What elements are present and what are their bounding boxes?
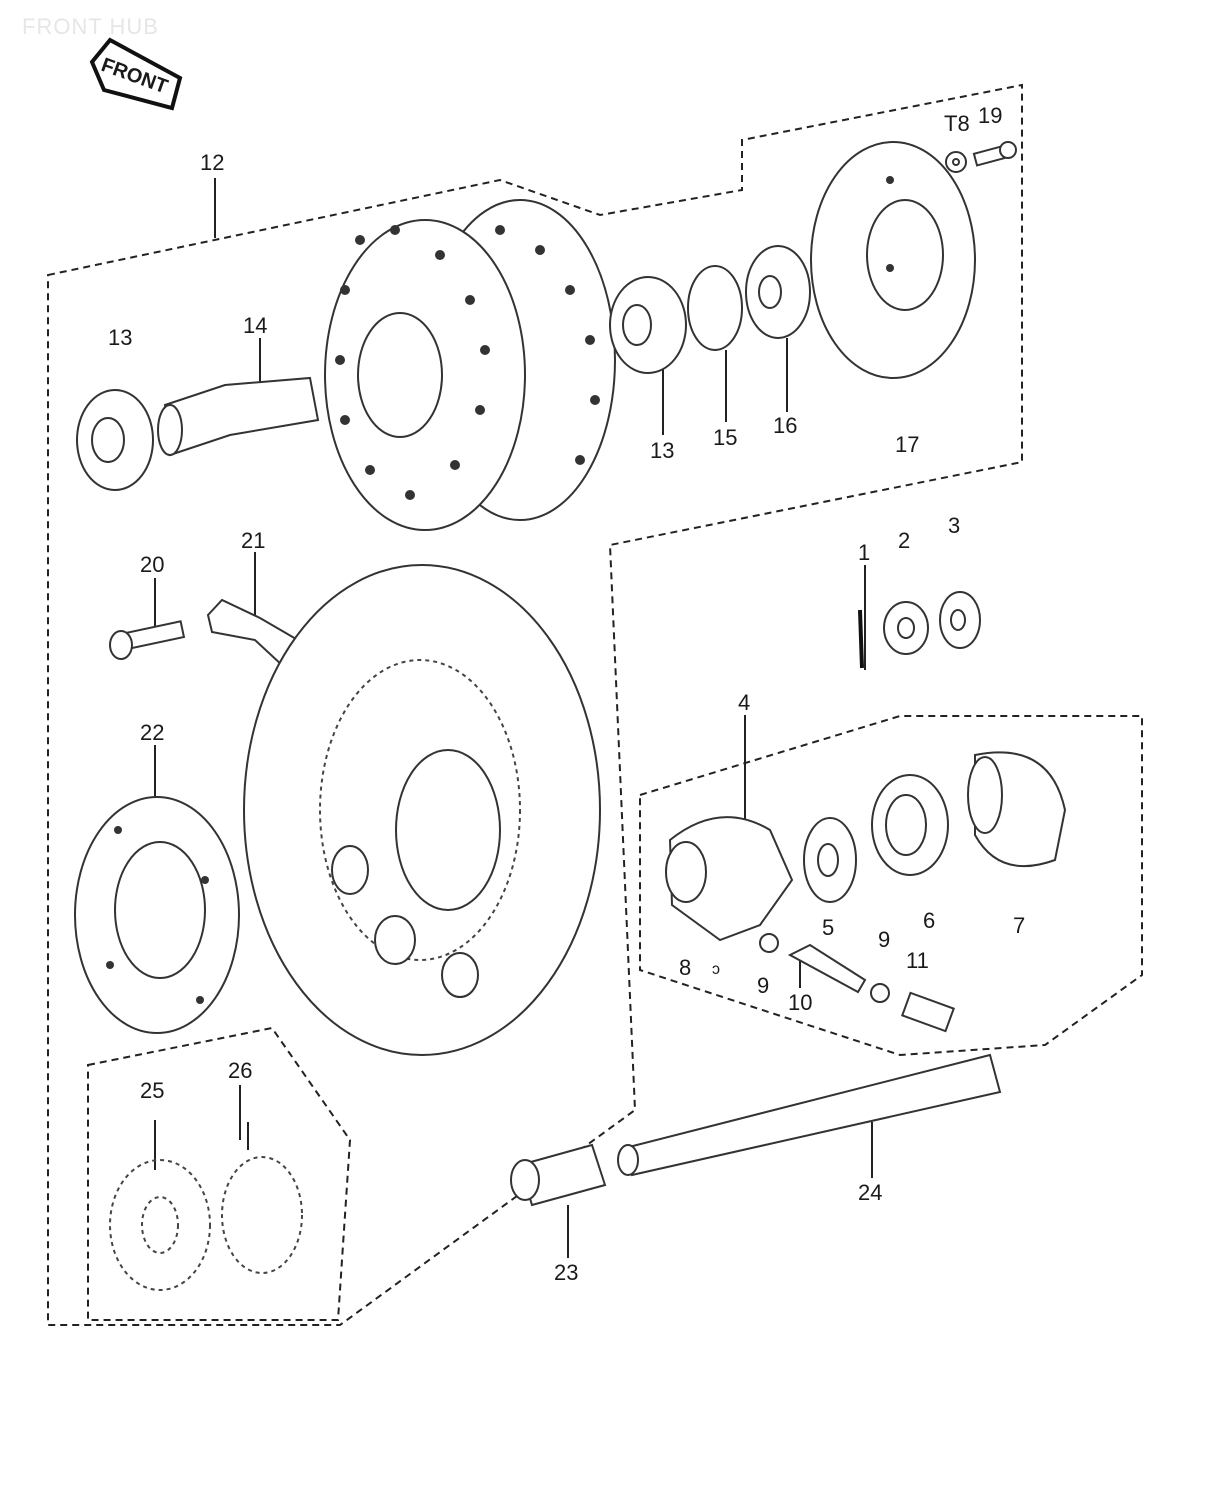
washer-9-left — [759, 933, 779, 953]
callout-2: 2 — [898, 528, 910, 553]
callout-16: 16 — [773, 413, 797, 438]
callout-4: 4 — [738, 690, 750, 715]
callout-14: 14 — [243, 313, 267, 338]
page-title: FRONT HUB — [22, 14, 159, 39]
sprocket-boundary — [87, 1026, 352, 1321]
callout-20: 20 — [140, 552, 164, 577]
wheel-hub — [324, 199, 616, 531]
callout-7: 7 — [1013, 913, 1025, 938]
callout-25: 25 — [140, 1078, 164, 1103]
callout-22: 22 — [140, 720, 164, 745]
callout-13-left: 13 — [108, 325, 132, 350]
axle-washer — [939, 591, 981, 649]
callout-10: 10 — [788, 990, 812, 1015]
drive-gear — [803, 817, 857, 903]
callout-9-left: 9 — [757, 973, 769, 998]
callout-9-right: 9 — [878, 927, 890, 952]
front-axle — [617, 1053, 1002, 1177]
disc-adapter — [74, 796, 240, 1034]
callout-11: 11 — [906, 948, 929, 973]
pinion-shaft — [787, 943, 867, 994]
callout-8: 8 — [679, 955, 691, 980]
clip-glyph: ɔ — [712, 961, 720, 978]
sprocket-hub — [109, 1156, 303, 1291]
cotter-pin — [858, 609, 864, 669]
circlip — [687, 265, 743, 351]
hub-assembly-boundary — [47, 83, 1023, 1326]
hub-spacer — [157, 376, 320, 457]
bearing-left — [76, 389, 154, 491]
callout-3: 3 — [948, 513, 960, 538]
brake-disc — [243, 564, 601, 1056]
callout-15: 15 — [713, 425, 737, 450]
leader-lines — [154, 178, 873, 1258]
callout-24: 24 — [858, 1180, 882, 1205]
bearing-right — [609, 276, 687, 374]
hub-cover — [810, 141, 976, 379]
castle-nut — [883, 601, 929, 655]
callout-17: 17 — [895, 432, 919, 457]
housing-bearing — [871, 774, 949, 876]
gear-retainer — [967, 751, 1067, 868]
washer-small — [945, 151, 967, 173]
callout-1: 1 — [858, 540, 870, 565]
callout-21: 21 — [241, 528, 265, 553]
front-direction-badge: FRONT — [89, 37, 183, 111]
callout-12: 12 — [200, 150, 224, 175]
gear-housing-boundary — [639, 715, 1143, 1057]
axle-collar — [510, 1143, 607, 1207]
gear-housing — [665, 816, 794, 942]
cover-bolt — [972, 141, 1017, 167]
callout-5: 5 — [822, 915, 834, 940]
callout-19: 19 — [978, 103, 1002, 128]
bushing — [901, 991, 955, 1033]
oil-seal — [745, 245, 811, 339]
washer-9-right — [870, 983, 890, 1003]
callout-26: 26 — [228, 1058, 252, 1083]
callout-13-right: 13 — [650, 438, 674, 463]
callout-23: 23 — [554, 1260, 578, 1285]
disc-bolt — [109, 620, 186, 660]
callout-6: 6 — [923, 908, 935, 933]
callout-18: T8 — [944, 111, 970, 136]
callout-labels: 1 2 3 4 5 6 7 8 9 9 10 11 12 13 13 14 15… — [108, 103, 1025, 1285]
